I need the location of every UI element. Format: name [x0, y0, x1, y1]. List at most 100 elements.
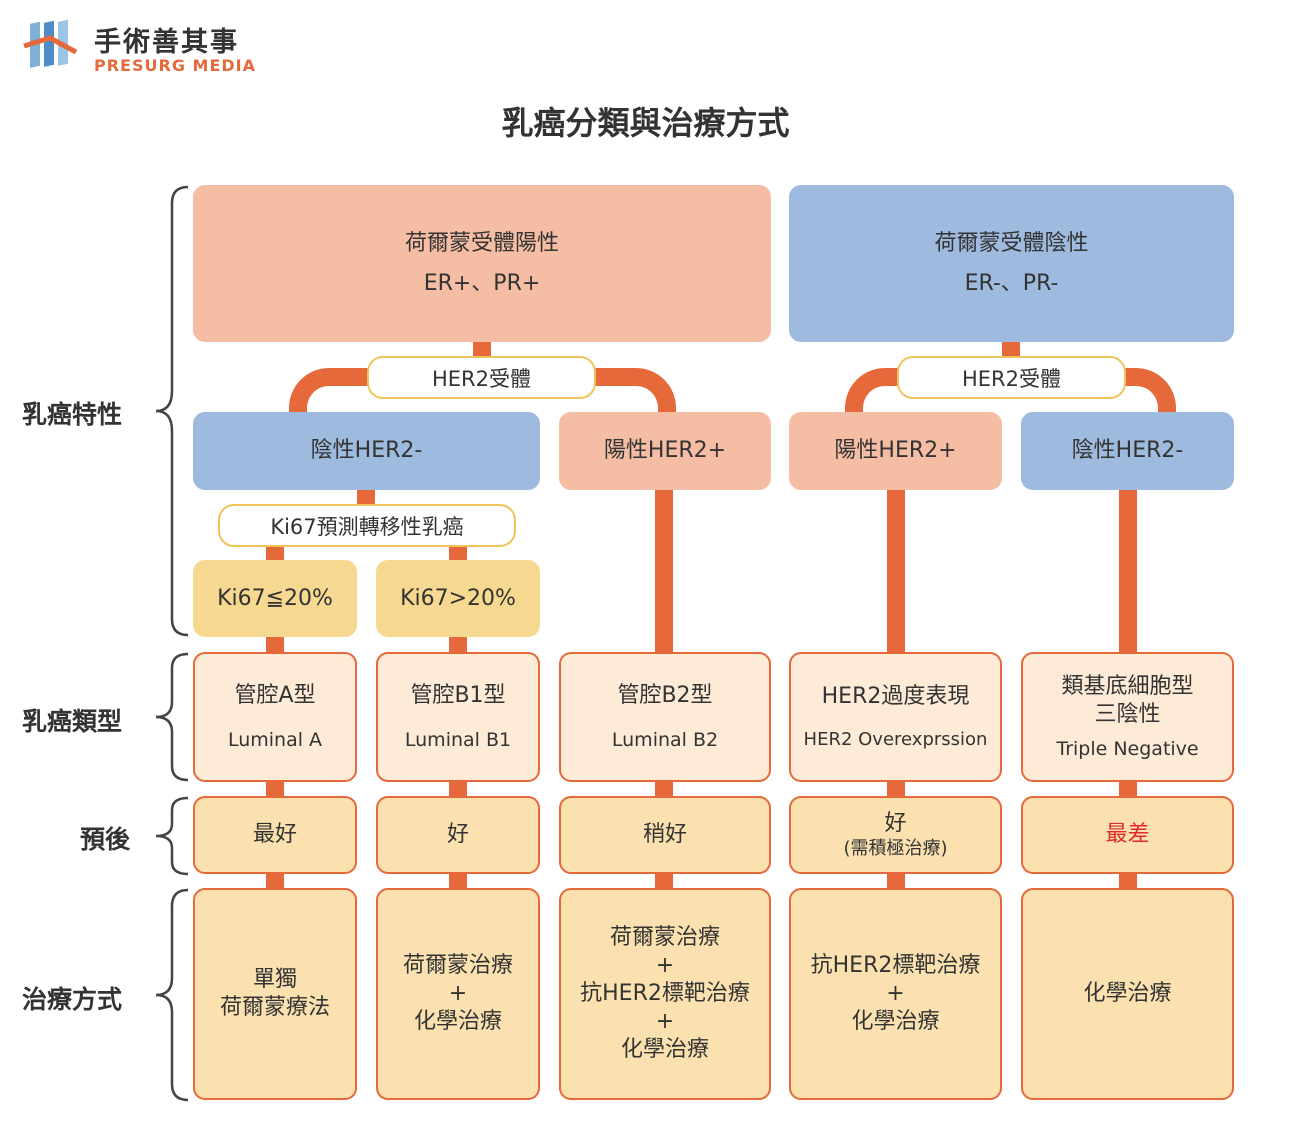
type-cn: 三陰性 — [1094, 702, 1161, 727]
ki67-label: Ki67預測轉移性乳癌 — [218, 504, 516, 547]
treatment-box: 化學治療 — [1021, 888, 1234, 1100]
ki67-high-box: Ki67>20% — [376, 560, 540, 637]
prognosis-box: 稍好 — [559, 796, 771, 874]
type-cn: 管腔A型 — [234, 683, 316, 708]
prognosis-note: (需積極治療) — [843, 838, 948, 859]
connector — [1119, 488, 1137, 654]
her2-receptor-label: HER2受體 — [367, 356, 596, 399]
receptor-positive-title: 荷爾蒙受體陽性 — [404, 230, 559, 256]
connector — [357, 488, 375, 508]
her2-positive-label: 陽性HER2+ — [834, 438, 957, 463]
connector — [449, 872, 467, 890]
treatment-line: 化學治療 — [620, 1037, 709, 1062]
connector — [655, 488, 673, 654]
connector — [266, 780, 284, 798]
her2-receptor-label: HER2受體 — [897, 356, 1126, 399]
ki67-low-label: Ki67≦20% — [217, 585, 333, 611]
connector — [1002, 340, 1020, 360]
her2-positive-label: 陽性HER2+ — [603, 438, 727, 463]
treatment-box: 荷爾蒙治療 + 抗HER2標靶治療 + 化學治療 — [559, 888, 771, 1100]
type-cn: 管腔B1型 — [410, 683, 506, 708]
treatment-box: 荷爾蒙治療 + 化學治療 — [376, 888, 540, 1100]
treatment-line: 化學治療 — [413, 1009, 502, 1034]
brand-name-en: PRESURG MEDIA — [94, 56, 256, 75]
connector — [1119, 872, 1137, 890]
type-en: Luminal B1 — [404, 729, 512, 751]
treatment-line: 化學治療 — [1083, 981, 1172, 1006]
row-label-types: 乳癌類型 — [22, 707, 123, 736]
treatment-box: 單獨 荷爾蒙療法 — [193, 888, 357, 1100]
brace-prognosis — [155, 796, 189, 876]
treatment-plus: + — [655, 1009, 675, 1034]
connector — [266, 636, 284, 656]
connector — [1119, 780, 1137, 798]
connector — [655, 780, 673, 798]
type-cn: 類基底細胞型 — [1061, 674, 1194, 699]
prognosis-box: 好 (需積極治療) — [789, 796, 1002, 874]
receptor-negative-box: 荷爾蒙受體陰性 ER-、PR- — [789, 185, 1234, 342]
her2-positive-box: 陽性HER2+ — [789, 412, 1002, 490]
brace-characteristics — [155, 185, 189, 637]
connector — [266, 872, 284, 890]
row-label-prognosis: 預後 — [80, 825, 131, 854]
prognosis-box: 好 — [376, 796, 540, 874]
type-en: HER2 Overexprssion — [803, 729, 988, 750]
type-en: Triple Negative — [1056, 738, 1199, 760]
her2-positive-box: 陽性HER2+ — [559, 412, 771, 490]
connector — [449, 780, 467, 798]
her2-negative-box: 陰性HER2- — [1021, 412, 1234, 490]
prognosis-label: 好 — [884, 811, 907, 836]
treatment-plus: + — [886, 981, 905, 1006]
brace-treatment — [155, 888, 189, 1102]
row-label-treatment: 治療方式 — [22, 985, 123, 1014]
treatment-box: 抗HER2標靶治療 + 化學治療 — [789, 888, 1002, 1100]
connector — [655, 872, 673, 890]
connector — [449, 636, 467, 656]
connector — [887, 872, 905, 890]
connector — [887, 780, 905, 798]
receptor-positive-sub: ER+、PR+ — [423, 270, 541, 296]
treatment-line: 化學治療 — [851, 1009, 940, 1034]
prognosis-label: 稍好 — [642, 822, 687, 847]
her2-negative-label: 陰性HER2- — [1071, 438, 1184, 463]
type-en: Luminal A — [227, 729, 323, 751]
type-box-luminal-a: 管腔A型 Luminal A — [193, 652, 357, 782]
prognosis-box: 最好 — [193, 796, 357, 874]
her2-negative-box: 陰性HER2- — [193, 412, 540, 490]
row-label-characteristics: 乳癌特性 — [22, 400, 123, 429]
brand-name-cn: 手術善其事 — [94, 27, 239, 58]
treatment-line: 抗HER2標靶治療 — [810, 953, 981, 978]
logo: 手術善其事 PRESURG MEDIA — [20, 18, 260, 80]
ki67-low-box: Ki67≦20% — [193, 560, 357, 637]
receptor-positive-box: 荷爾蒙受體陽性 ER+、PR+ — [193, 185, 771, 342]
treatment-line: 單獨 — [252, 967, 297, 992]
type-cn: 管腔B2型 — [617, 683, 713, 708]
her2-negative-label: 陰性HER2- — [310, 438, 423, 463]
prognosis-box: 最差 — [1021, 796, 1234, 874]
connector — [473, 340, 491, 360]
treatment-line: 荷爾蒙治療 — [402, 953, 513, 978]
treatment-line: 抗HER2標靶治療 — [580, 981, 750, 1006]
logo-icon — [23, 19, 78, 68]
type-box-luminal-b1: 管腔B1型 Luminal B1 — [376, 652, 540, 782]
receptor-negative-sub: ER-、PR- — [964, 270, 1059, 296]
type-box-luminal-b2: 管腔B2型 Luminal B2 — [559, 652, 771, 782]
connector — [449, 544, 467, 564]
brace-types — [155, 652, 189, 782]
type-en: Luminal B2 — [611, 729, 719, 751]
prognosis-label: 最好 — [252, 822, 297, 847]
prognosis-label: 好 — [446, 822, 469, 847]
ki67-high-label: Ki67>20% — [400, 585, 516, 611]
type-cn: HER2過度表現 — [821, 684, 970, 709]
receptor-negative-title: 荷爾蒙受體陰性 — [934, 230, 1089, 256]
treatment-plus: + — [448, 981, 468, 1006]
prognosis-label-worst: 最差 — [1105, 822, 1150, 847]
treatment-plus: + — [655, 953, 675, 978]
type-box-triple-negative: 類基底細胞型 三陰性 Triple Negative — [1021, 652, 1234, 782]
page-title: 乳癌分類與治療方式 — [501, 104, 790, 142]
connector — [266, 544, 284, 564]
treatment-line: 荷爾蒙療法 — [219, 995, 330, 1020]
treatment-line: 荷爾蒙治療 — [609, 925, 720, 950]
type-box-her2-overexpression: HER2過度表現 HER2 Overexprssion — [789, 652, 1002, 782]
connector — [887, 488, 905, 654]
